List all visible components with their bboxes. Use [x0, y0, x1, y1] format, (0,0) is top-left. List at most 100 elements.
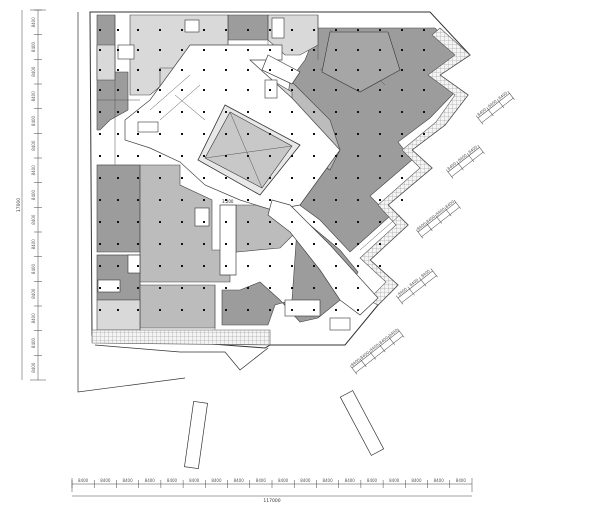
column [137, 265, 139, 267]
column [225, 49, 227, 51]
column [401, 69, 403, 71]
column [225, 29, 227, 31]
column [159, 309, 161, 311]
column [181, 243, 183, 245]
column [269, 49, 271, 51]
stair-west-shop [137, 121, 159, 133]
dim-bottom-label: 8400 [100, 478, 111, 483]
column [291, 309, 293, 311]
site-boundary-south [94, 344, 269, 371]
level-marker: 3.200 [222, 199, 234, 204]
column [159, 133, 161, 135]
dim-line [355, 335, 404, 373]
stair-north [184, 19, 200, 33]
column [99, 243, 101, 245]
dim-bottom-label: 8400 [78, 478, 89, 483]
dim-left-total: 17000 [16, 198, 22, 212]
column [117, 89, 119, 91]
atrium: 3.200 [197, 104, 301, 204]
column [225, 89, 227, 91]
dim-right-label: 8400 [420, 268, 431, 278]
column [225, 155, 227, 157]
column [203, 133, 205, 135]
column [291, 287, 293, 289]
court-outline [321, 31, 401, 93]
dim-right-label: 8400 [350, 357, 361, 367]
column [137, 177, 139, 179]
dim-left-label: 8400 [31, 189, 36, 200]
dim-left-label: 8400 [31, 337, 36, 348]
column [247, 133, 249, 135]
column [335, 199, 337, 201]
column [117, 287, 119, 289]
dim-right-label: 8400 [387, 327, 398, 337]
column [159, 199, 161, 201]
dim-line [477, 93, 510, 119]
columns [99, 29, 425, 311]
column [357, 199, 359, 201]
column [225, 265, 227, 267]
column [379, 89, 381, 91]
dim-bottom-label: 8400 [122, 478, 133, 483]
dim-right-label: 8400 [467, 144, 478, 154]
column [269, 265, 271, 267]
dim-tick [486, 107, 494, 117]
column [99, 221, 101, 223]
column [313, 111, 315, 113]
column [269, 133, 271, 135]
column [291, 265, 293, 267]
medium-zone-south [139, 284, 216, 329]
dim-tick [415, 229, 424, 239]
column [203, 287, 205, 289]
dim-bottom-total: 117000 [263, 498, 280, 504]
column [117, 29, 119, 31]
column [99, 155, 101, 157]
column [117, 69, 119, 71]
dim-tick [349, 365, 358, 375]
column [335, 89, 337, 91]
column [137, 221, 139, 223]
medium-zone-central [139, 164, 231, 283]
column [357, 221, 359, 223]
column [137, 287, 139, 289]
column [225, 133, 227, 135]
column [357, 111, 359, 113]
column [203, 69, 205, 71]
dim-bottom-label: 8400 [189, 478, 200, 483]
dim-tick [475, 115, 484, 125]
dim-left-label: 8400 [31, 140, 36, 151]
dim-right-label: 8400 [397, 286, 408, 296]
column [99, 287, 101, 289]
dim-left-label: 8400 [31, 214, 36, 225]
column [313, 265, 315, 267]
column [357, 133, 359, 135]
column [117, 265, 119, 267]
column [225, 287, 227, 289]
dim-left-label: 8400 [31, 288, 36, 299]
dim-bottom-label: 8400 [234, 478, 245, 483]
column [423, 89, 425, 91]
column [203, 221, 205, 223]
column [137, 155, 139, 157]
dim-tick [507, 90, 515, 100]
column [269, 309, 271, 311]
column [225, 69, 227, 71]
stairs [97, 17, 351, 331]
column [401, 155, 403, 157]
column [137, 49, 139, 51]
skylight-ridge [229, 111, 263, 189]
column [117, 309, 119, 311]
column [357, 287, 359, 289]
stair-west-2 [127, 254, 141, 274]
column [181, 309, 183, 311]
dim-tick [453, 199, 461, 209]
column [225, 309, 227, 311]
column [99, 199, 101, 201]
column [335, 177, 337, 179]
dim-tick [387, 335, 395, 345]
column [313, 221, 315, 223]
column [357, 309, 359, 311]
